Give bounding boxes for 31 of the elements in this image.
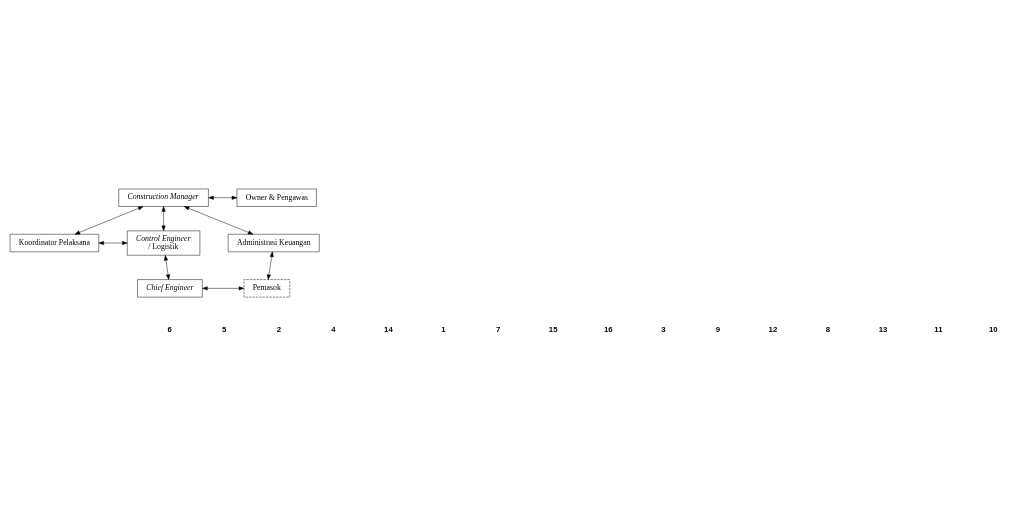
label: 11	[934, 324, 943, 334]
node-box: Construction Manager	[118, 188, 209, 207]
label: 7	[495, 324, 501, 334]
label: 16	[603, 324, 613, 334]
label: 10	[988, 324, 998, 334]
label: 4	[331, 324, 336, 334]
arrow	[267, 251, 274, 280]
label: 12	[768, 324, 778, 334]
arrow	[164, 255, 170, 280]
node-box: Control Engineer / Logistik	[127, 230, 201, 256]
label: 2	[276, 324, 281, 334]
label: 5	[222, 324, 227, 334]
label: 3	[661, 324, 666, 334]
label: 8	[825, 324, 831, 334]
arrow	[98, 241, 128, 245]
arrow	[74, 206, 144, 235]
label: 15	[548, 324, 558, 334]
node-box: Chief Engineer	[137, 279, 203, 298]
node-box: Owner & Pengawas	[236, 188, 317, 207]
arrow	[202, 286, 245, 291]
arrow	[208, 195, 238, 200]
label: 13	[878, 324, 888, 334]
arrow	[183, 206, 254, 235]
label: 6	[167, 324, 172, 334]
node-box: Pemasok	[243, 279, 291, 298]
label: 1	[441, 324, 446, 334]
node-box: Administrasi Keuangan	[227, 234, 320, 253]
arrow	[161, 206, 166, 231]
label: 9	[715, 324, 721, 334]
label: 14	[384, 324, 393, 334]
node-box: Koordinator Pelaksana	[9, 234, 99, 253]
